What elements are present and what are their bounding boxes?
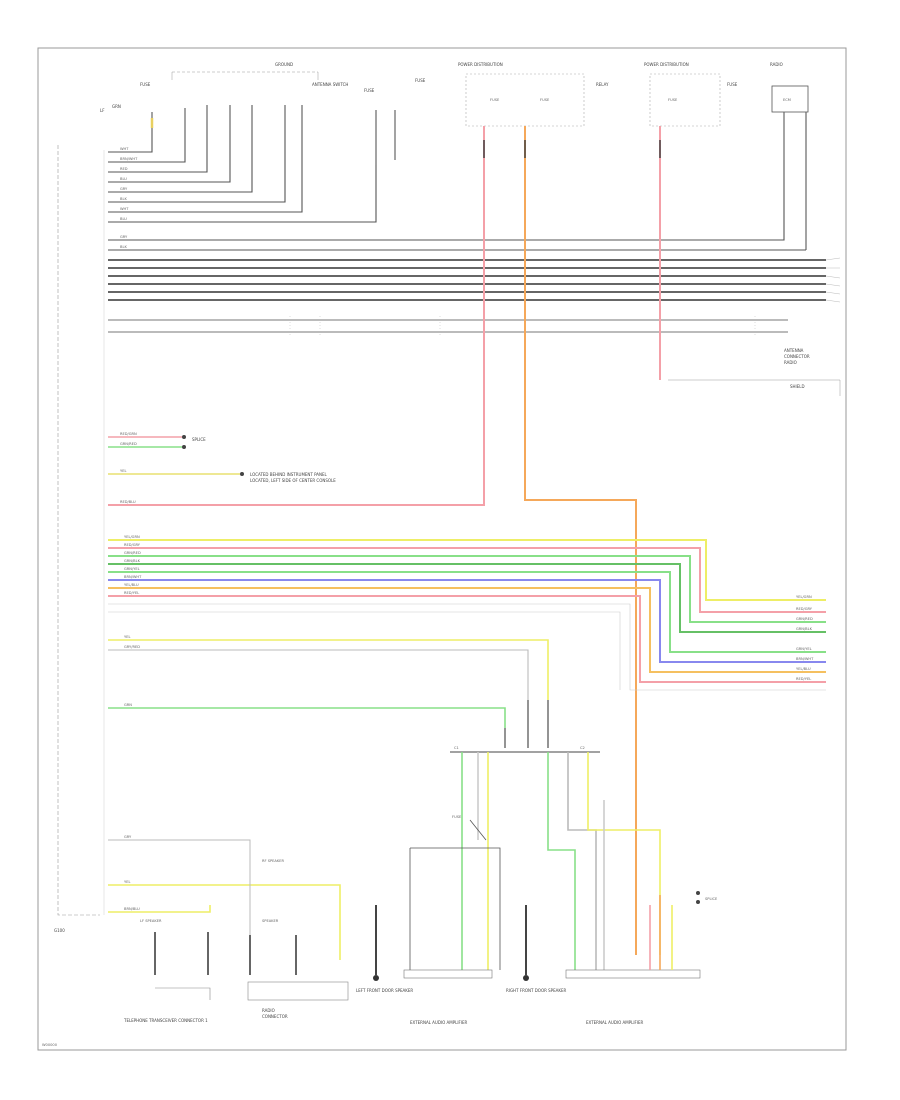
lower-wires [108, 639, 600, 753]
speaker-lf-label: LF SPEAKER [140, 919, 162, 923]
mid-left-branches [108, 436, 240, 475]
svg-text:YEL: YEL [124, 635, 130, 639]
diagram-frame [37, 47, 847, 1051]
fuse-a-label: FUSE [140, 82, 151, 87]
telephone-label: TELEPHONE TRANSCEIVER CONNECTOR 1 [123, 1018, 208, 1023]
svg-text:GRY: GRY [124, 835, 132, 839]
radio-box [771, 85, 809, 113]
splice-1-label: SPLICE [192, 437, 206, 442]
fuse-c-label: FUSE [415, 78, 426, 83]
svg-text:C2: C2 [580, 746, 585, 750]
fuse-b-label: FUSE [364, 88, 375, 93]
svg-text:GRN/YEL: GRN/YEL [124, 567, 140, 571]
svg-text:GRN/YEL: GRN/YEL [796, 647, 812, 651]
svg-text:YEL: YEL [120, 469, 126, 473]
thick-bundle [108, 259, 826, 301]
radio-label: RADIO [770, 62, 783, 67]
svg-text:BRN/BLU: BRN/BLU [124, 907, 140, 911]
upper-wire-labels: WHT BRN/WHT RED BLU GRY BLK WHT BLU GRY … [120, 147, 138, 249]
svg-text:GRN/RED: GRN/RED [124, 551, 141, 555]
svg-text:SHIELD: SHIELD [790, 384, 805, 389]
svg-text:RED/YEL: RED/YEL [124, 591, 139, 595]
svg-text:SPEAKER: SPEAKER [262, 919, 279, 923]
svg-text:FUSE: FUSE [452, 815, 462, 819]
amp-drops [461, 752, 661, 970]
fuse-d-label: FUSE [727, 82, 738, 87]
ground-label: GROUND [275, 62, 293, 67]
bottom-components: GRY YEL BRN/BLU LF SPEAKER RF SPEAKER SP… [108, 835, 718, 1025]
svg-text:GRN: GRN [124, 703, 132, 707]
svg-text:ANTENNA: ANTENNA [784, 348, 804, 353]
svg-text:RED: RED [120, 167, 128, 171]
door-right-label: RIGHT FRONT DOOR SPEAKER [506, 988, 567, 993]
svg-text:RED/GRN: RED/GRN [120, 432, 137, 436]
svg-text:RED/YEL: RED/YEL [796, 677, 811, 681]
svg-text:BLK: BLK [120, 197, 127, 201]
svg-text:C1: C1 [454, 746, 459, 750]
svg-text:WHT: WHT [120, 207, 129, 211]
svg-text:GRN/BLK: GRN/BLK [796, 627, 813, 631]
external-audio-2-label: EXTERNAL AUDIO AMPLIFIER [586, 1020, 644, 1025]
svg-text:WHT: WHT [120, 147, 129, 151]
svg-text:BLU: BLU [120, 217, 127, 221]
power-ref-2-label: POWER DISTRIBUTION [644, 62, 689, 67]
svg-text:FUSE: FUSE [540, 98, 550, 102]
svg-text:CONNECTOR: CONNECTOR [262, 1014, 288, 1019]
door-left-label: LEFT FRONT DOOR SPEAKER [356, 988, 413, 993]
svg-text:GRN/RED: GRN/RED [796, 617, 813, 621]
loc-note-1: LOCATED BEHIND INSTRUMENT PANEL [250, 472, 328, 477]
svg-text:RED/GRY: RED/GRY [124, 543, 141, 547]
speaker-bundle-labels: YEL/GRN RED/GRY GRN/RED GRN/BLK GRN/YEL … [124, 535, 814, 681]
svg-text:RADIO: RADIO [262, 1008, 275, 1013]
module-box-label: ECM [783, 98, 791, 102]
svg-text:FUSE: FUSE [668, 98, 678, 102]
shielded-pair [108, 319, 788, 333]
svg-text:GRN/RED: GRN/RED [120, 442, 137, 446]
svg-text:YEL/BLU: YEL/BLU [796, 667, 811, 671]
loc-note-2: LOCATED, LEFT SIDE OF CENTER CONSOLE [250, 478, 336, 483]
svg-text:YEL/BLU: YEL/BLU [124, 583, 139, 587]
svg-text:CONNECTOR: CONNECTOR [784, 354, 810, 359]
svg-text:BRN/WHT: BRN/WHT [796, 657, 814, 661]
power-ref-1-label: POWER DISTRIBUTION [458, 62, 503, 67]
svg-text:YEL/GRN: YEL/GRN [124, 535, 140, 539]
svg-text:FUSE: FUSE [490, 98, 500, 102]
svg-text:G100: G100 [54, 928, 65, 933]
bottom-code: W00000 [42, 1043, 58, 1047]
splice-2-label: SPLICE [705, 897, 718, 901]
top-components: GROUND FUSE ANTENNA SWITCH FUSE LF GRN P… [100, 62, 809, 250]
svg-text:GRY: GRY [120, 235, 128, 239]
svg-text:LF: LF [100, 108, 105, 113]
power-feeds [108, 126, 661, 955]
svg-text:BLK: BLK [120, 245, 127, 249]
svg-text:RED/BLU: RED/BLU [120, 500, 136, 504]
switch-symbol [409, 819, 501, 970]
svg-text:BRN/WHT: BRN/WHT [120, 157, 138, 161]
svg-text:YEL: YEL [124, 880, 130, 884]
speaker-bundle [108, 539, 826, 683]
external-audio-1-label: EXTERNAL AUDIO AMPLIFIER [410, 1020, 468, 1025]
svg-text:BRN/WHT: BRN/WHT [124, 575, 142, 579]
svg-text:GRY: GRY [120, 187, 128, 191]
ground-rail [57, 145, 100, 916]
svg-text:RED/GRY: RED/GRY [796, 607, 813, 611]
svg-text:BLU: BLU [120, 177, 127, 181]
svg-text:GRY/RED: GRY/RED [124, 645, 140, 649]
upper-wire-bundle [108, 130, 806, 251]
svg-text:RADIO: RADIO [784, 360, 797, 365]
antenna-switch-label: ANTENNA SWITCH [312, 82, 348, 87]
svg-text:GRN/BLK: GRN/BLK [124, 559, 141, 563]
svg-text:YEL/GRN: YEL/GRN [796, 595, 812, 599]
svg-text:GRN: GRN [112, 104, 121, 109]
relay-box-label: RELAY [596, 82, 609, 87]
speaker-rf-label: RF SPEAKER [262, 859, 285, 863]
